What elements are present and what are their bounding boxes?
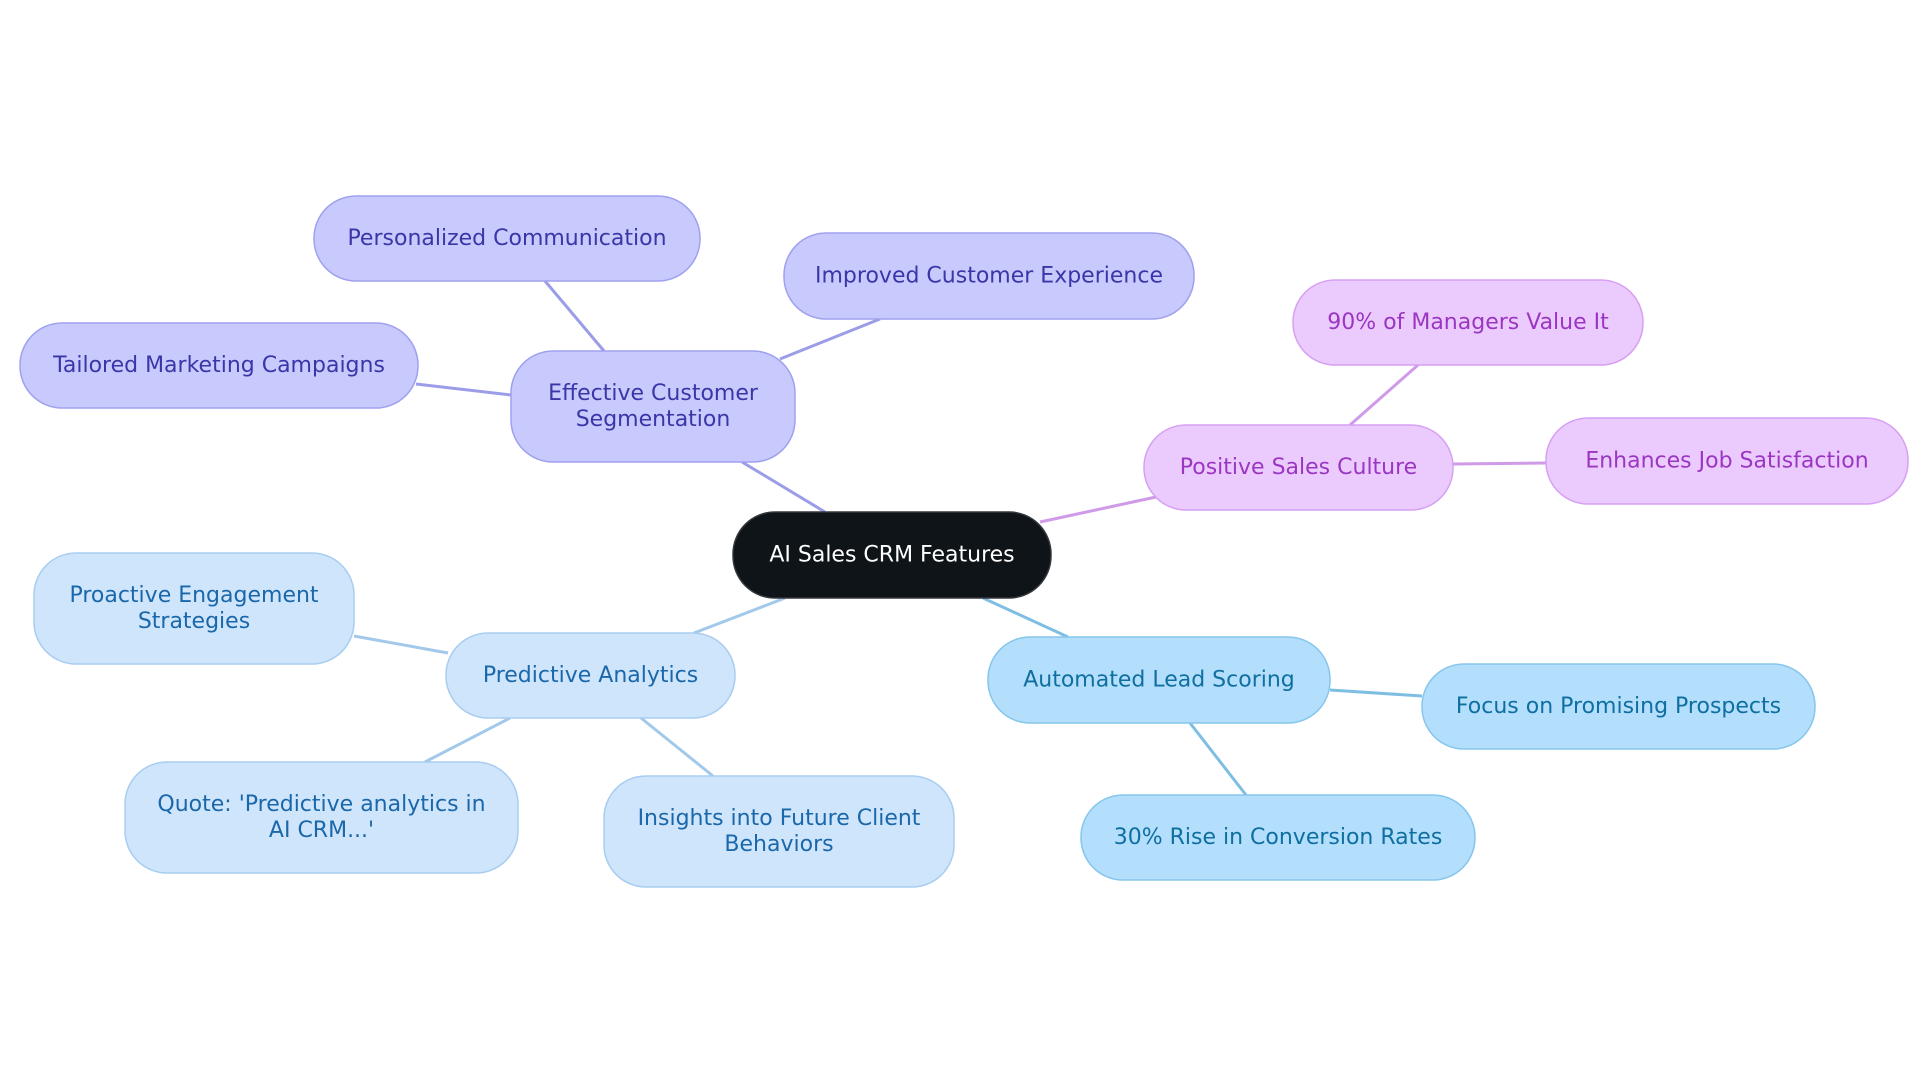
node-scoring: Automated Lead Scoring (987, 636, 1331, 724)
edge-predictive-to-insights (640, 716, 714, 778)
node-proactive-box (33, 552, 355, 665)
node-managers-box (1292, 279, 1644, 366)
node-satisfaction: Enhances Job Satisfaction (1545, 417, 1909, 505)
node-personalized-label-line-1: Personalized Communication (347, 226, 666, 251)
edge-root-to-culture (1039, 495, 1157, 524)
node-scoring-label-line-1: Automated Lead Scoring (1023, 668, 1295, 693)
node-segmentation-box (510, 350, 796, 463)
node-insights-label-line-2: Behaviors (724, 832, 833, 857)
node-quote-label-line-1: Quote: 'Predictive analytics in (157, 792, 485, 817)
node-personalized-box (313, 195, 701, 282)
node-experience: Improved Customer Experience (783, 232, 1195, 320)
node-predictive-label-line-1: Predictive Analytics (483, 663, 698, 688)
edge-segmentation-to-experience (779, 317, 881, 361)
node-tailored: Tailored Marketing Campaigns (19, 322, 419, 409)
node-personalized: Personalized Communication (313, 195, 701, 282)
node-insights-label-line-1: Insights into Future Client (638, 806, 921, 831)
node-conversion-box (1080, 794, 1476, 881)
node-root-box (732, 511, 1052, 599)
node-tailored-label-line-1: Tailored Marketing Campaigns (52, 353, 385, 378)
mindmap-edges (353, 280, 1547, 796)
edge-scoring-to-conversion (1188, 722, 1248, 796)
node-experience-box (783, 232, 1195, 320)
node-proactive-label-line-2: Strategies (138, 609, 250, 634)
node-insights-box (603, 775, 955, 888)
node-prospects-label-line-1: Focus on Promising Prospects (1456, 694, 1781, 719)
node-managers-label-line-1: 90% of Managers Value It (1327, 310, 1609, 335)
node-segmentation-label-line-2: Segmentation (576, 407, 731, 432)
node-quote-box (124, 761, 519, 874)
node-tailored-box (19, 322, 419, 409)
node-experience-label-line-1: Improved Customer Experience (815, 264, 1163, 289)
node-quote-label-line-2: AI CRM...' (269, 818, 374, 843)
node-conversion: 30% Rise in Conversion Rates (1080, 794, 1476, 881)
edge-culture-to-satisfaction (1452, 461, 1547, 466)
node-proactive-label-line-1: Proactive Engagement (69, 583, 318, 608)
edge-predictive-to-proactive (353, 634, 449, 655)
node-root-label-line-1: AI Sales CRM Features (769, 543, 1014, 568)
edge-root-to-segmentation (741, 460, 826, 514)
edge-predictive-to-quote (424, 716, 511, 764)
edge-root-to-predictive (693, 596, 786, 635)
node-conversion-label-line-1: 30% Rise in Conversion Rates (1114, 825, 1443, 850)
node-predictive: Predictive Analytics (445, 632, 736, 719)
node-satisfaction-box (1545, 417, 1909, 505)
node-prospects: Focus on Promising Prospects (1421, 663, 1816, 750)
node-culture-box (1143, 424, 1454, 511)
edge-scoring-to-prospects (1329, 688, 1423, 698)
node-culture-label-line-1: Positive Sales Culture (1180, 455, 1417, 480)
node-satisfaction-label-line-1: Enhances Job Satisfaction (1585, 449, 1868, 474)
edge-culture-to-managers (1349, 363, 1419, 427)
node-prospects-box (1421, 663, 1816, 750)
node-predictive-box (445, 632, 736, 719)
node-root: AI Sales CRM Features (732, 511, 1052, 599)
node-managers: 90% of Managers Value It (1292, 279, 1644, 366)
edge-segmentation-to-tailored (415, 382, 512, 397)
edge-segmentation-to-personalized (543, 280, 606, 352)
node-scoring-box (987, 636, 1331, 724)
node-segmentation-label-line-1: Effective Customer (548, 381, 759, 406)
edge-root-to-scoring (982, 596, 1069, 639)
node-culture: Positive Sales Culture (1143, 424, 1454, 511)
